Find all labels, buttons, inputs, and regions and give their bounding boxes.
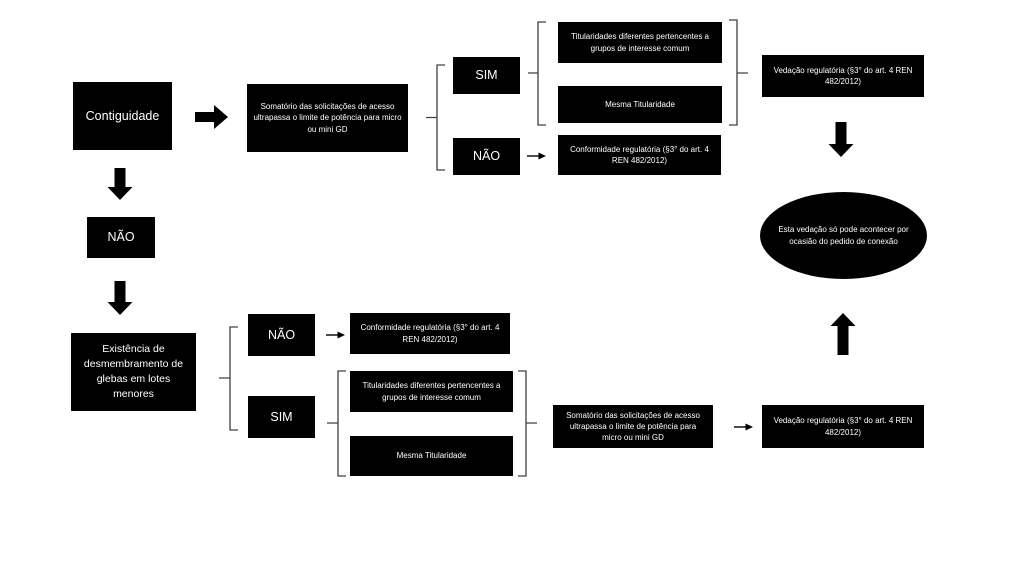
node-somatorio-top: Somatório das solicitações de acesso ult… [247,84,408,152]
node-vedacao-top-label: Vedação regulatória (§3° do art. 4 REN 4… [773,65,913,86]
node-conformidade-top-label: Conformidade regulatória (§3° do art. 4 … [570,144,709,165]
node-conformidade-top: Conformidade regulatória (§3° do art. 4 … [558,135,721,175]
bracket-open-top-options [426,64,445,171]
node-nao-bottom-label: NÃO [267,327,296,342]
bracket-close-top-group [729,19,748,126]
node-conformidade-bottom: Conformidade regulatória (§3° do art. 4 … [350,313,510,354]
bracket-open-bottom-options [219,326,238,431]
small-arrow-right-icon [734,423,753,431]
node-sim-top: SIM [453,57,520,94]
node-somatorio-top-label: Somatório das solicitações de acesso ult… [253,102,402,134]
bracket-close-bottom-group [518,370,537,477]
block-arrow-right-icon [195,105,228,129]
block-arrow-down-icon [107,168,133,200]
node-somatorio-bottom: Somatório das solicitações de acesso ult… [553,405,713,448]
node-nao-bottom: NÃO [248,314,315,356]
node-titularidades-bottom-label: Titularidades diferentes pertencentes a … [362,381,501,402]
node-sim-top-label: SIM [475,68,498,82]
node-vedacao-top: Vedação regulatória (§3° do art. 4 REN 4… [762,55,924,97]
node-contiguidade: Contiguidade [73,82,172,150]
small-arrow-right-icon [527,152,546,160]
node-conformidade-bottom-label: Conformidade regulatória (§3° do art. 4 … [360,323,500,344]
node-vedacao-bottom: Vedação regulatória (§3° do art. 4 REN 4… [762,405,924,448]
node-nao-top: NÃO [453,138,520,175]
node-nao-left: NÃO [87,217,155,258]
node-sim-bottom-label: SIM [270,409,293,424]
node-vedacao-ellipse-label: Esta vedação só pode acontecer por ocasi… [778,225,909,246]
node-mesma-top: Mesma Titularidade [558,86,722,123]
node-contiguidade-label: Contiguidade [85,108,160,123]
small-arrow-right-icon [326,331,345,339]
node-vedacao-bottom-label: Vedação regulatória (§3° do art. 4 REN 4… [773,416,913,437]
node-nao-top-label: NÃO [472,149,501,163]
node-sim-bottom: SIM [248,396,315,438]
block-arrow-down-icon [107,281,133,315]
node-mesma-bottom-label: Mesma Titularidade [396,451,467,461]
node-titularidades-top-label: Titularidades diferentes pertencentes a … [570,32,709,53]
block-arrow-down-icon [828,122,854,157]
node-existencia: Existência de desmembramento de glebas e… [71,333,196,411]
node-nao-left-label: NÃO [107,230,135,244]
block-arrow-up-icon [830,313,856,355]
node-existencia-label: Existência de desmembramento de glebas e… [83,342,184,401]
node-mesma-top-label: Mesma Titularidade [605,99,675,109]
bracket-open-bottom-group [327,370,346,477]
node-vedacao-ellipse: Esta vedação só pode acontecer por ocasi… [760,192,927,279]
node-somatorio-bottom-label: Somatório das solicitações de acesso ult… [566,410,700,443]
bracket-open-top-group [528,21,546,126]
node-titularidades-bottom: Titularidades diferentes pertencentes a … [350,371,513,412]
node-mesma-bottom: Mesma Titularidade [350,436,513,476]
node-titularidades-top: Titularidades diferentes pertencentes a … [558,22,722,63]
